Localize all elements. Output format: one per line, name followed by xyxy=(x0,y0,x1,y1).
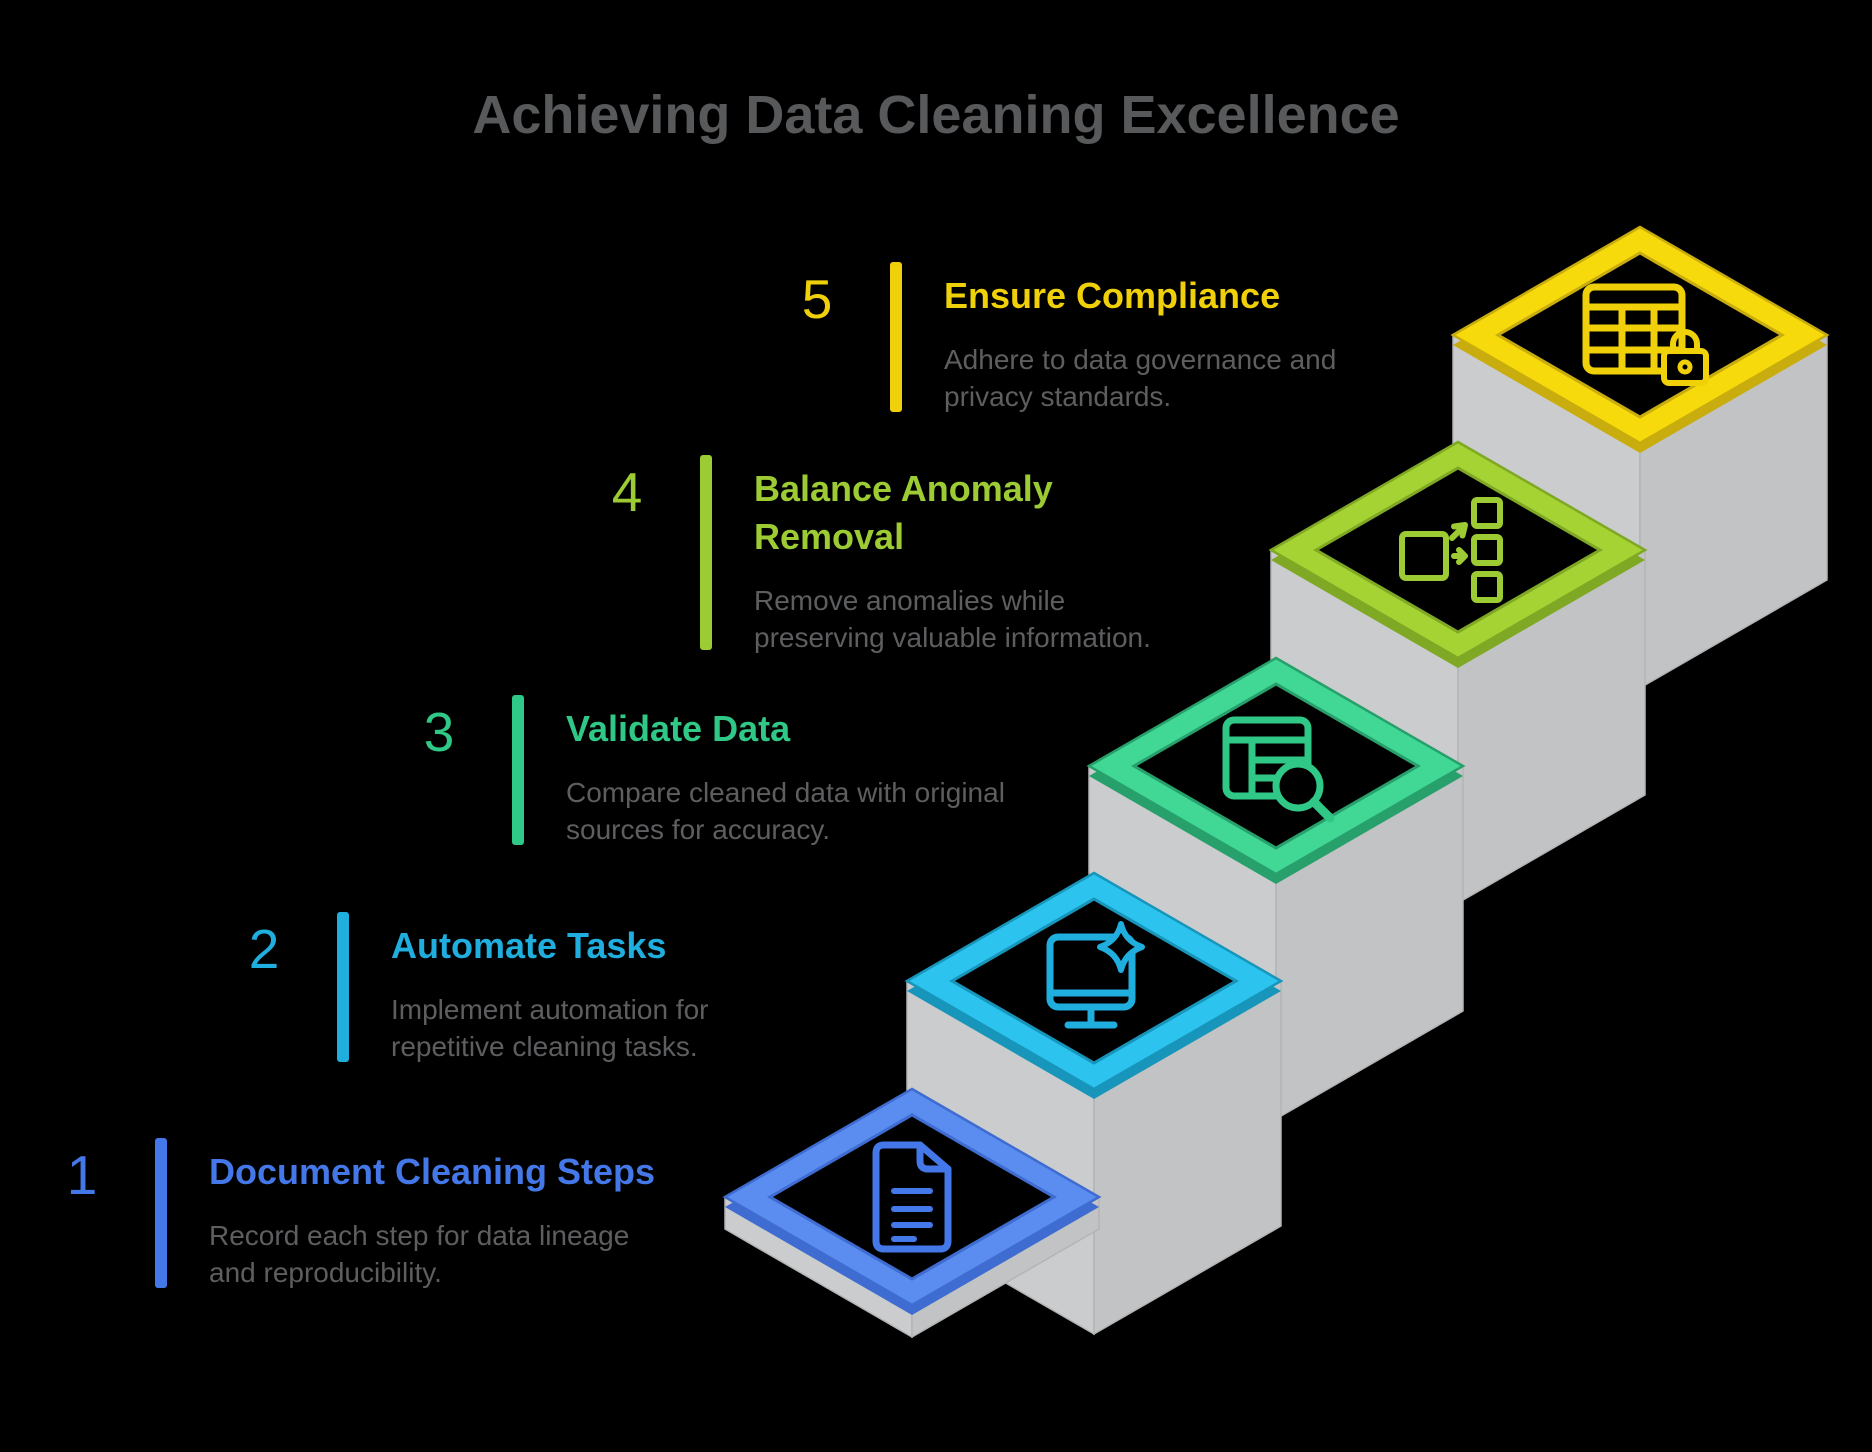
monitor-sparkle-icon xyxy=(1046,921,1145,1029)
step-description: Remove anomalies while preserving valuab… xyxy=(754,585,1151,653)
step-title: Ensure Compliance xyxy=(944,275,1281,316)
step-description: Adhere to data governance and privacy st… xyxy=(944,344,1337,412)
step-3-platform xyxy=(1086,656,1466,1121)
step-accent-bar xyxy=(155,1138,167,1288)
step-1-block: 1 Document Cleaning Steps Record each st… xyxy=(9,1138,849,1291)
step-title: Automate Tasks xyxy=(391,925,667,966)
step-number: 4 xyxy=(611,461,643,523)
step-description: Compare cleaned data with original sourc… xyxy=(566,777,1005,845)
step-accent-bar xyxy=(890,262,902,412)
step-description: Record each step for data lineage and re… xyxy=(209,1220,630,1288)
step-5-block: 5 Ensure Compliance Adhere to data gover… xyxy=(744,262,1584,415)
step-title: Balance Anomaly Removal xyxy=(754,468,1053,557)
step-accent-bar xyxy=(700,455,712,650)
step-1-platform xyxy=(722,1087,1102,1339)
step-2-block: 2 Automate Tasks Implement automation fo… xyxy=(191,912,1031,1065)
distribute-icon xyxy=(1399,497,1503,603)
step-4-block: 4 Balance Anomaly Removal Remove anomali… xyxy=(554,455,1394,656)
step-1-diamond-inner xyxy=(767,1113,1057,1281)
step-2-diamond-inner xyxy=(949,897,1239,1065)
step-3-block: 3 Validate Data Compare cleaned data wit… xyxy=(366,695,1206,848)
step-description: Implement automation for repetitive clea… xyxy=(391,994,709,1062)
step-number: 1 xyxy=(66,1144,98,1206)
step-number: 3 xyxy=(423,701,455,763)
document-icon xyxy=(872,1141,952,1253)
step-title: Document Cleaning Steps xyxy=(209,1151,656,1192)
step-number: 5 xyxy=(801,268,833,330)
step-accent-bar xyxy=(337,912,349,1062)
step-3-diamond-inner xyxy=(1131,682,1421,850)
step-number: 2 xyxy=(248,918,280,980)
page-title: Achieving Data Cleaning Excellence xyxy=(472,85,1400,145)
table-lock-icon xyxy=(1582,283,1709,386)
step-accent-bar xyxy=(512,695,524,845)
step-title: Validate Data xyxy=(566,708,791,749)
table-search-icon xyxy=(1222,716,1335,823)
step-5-diamond-inner xyxy=(1495,251,1785,419)
